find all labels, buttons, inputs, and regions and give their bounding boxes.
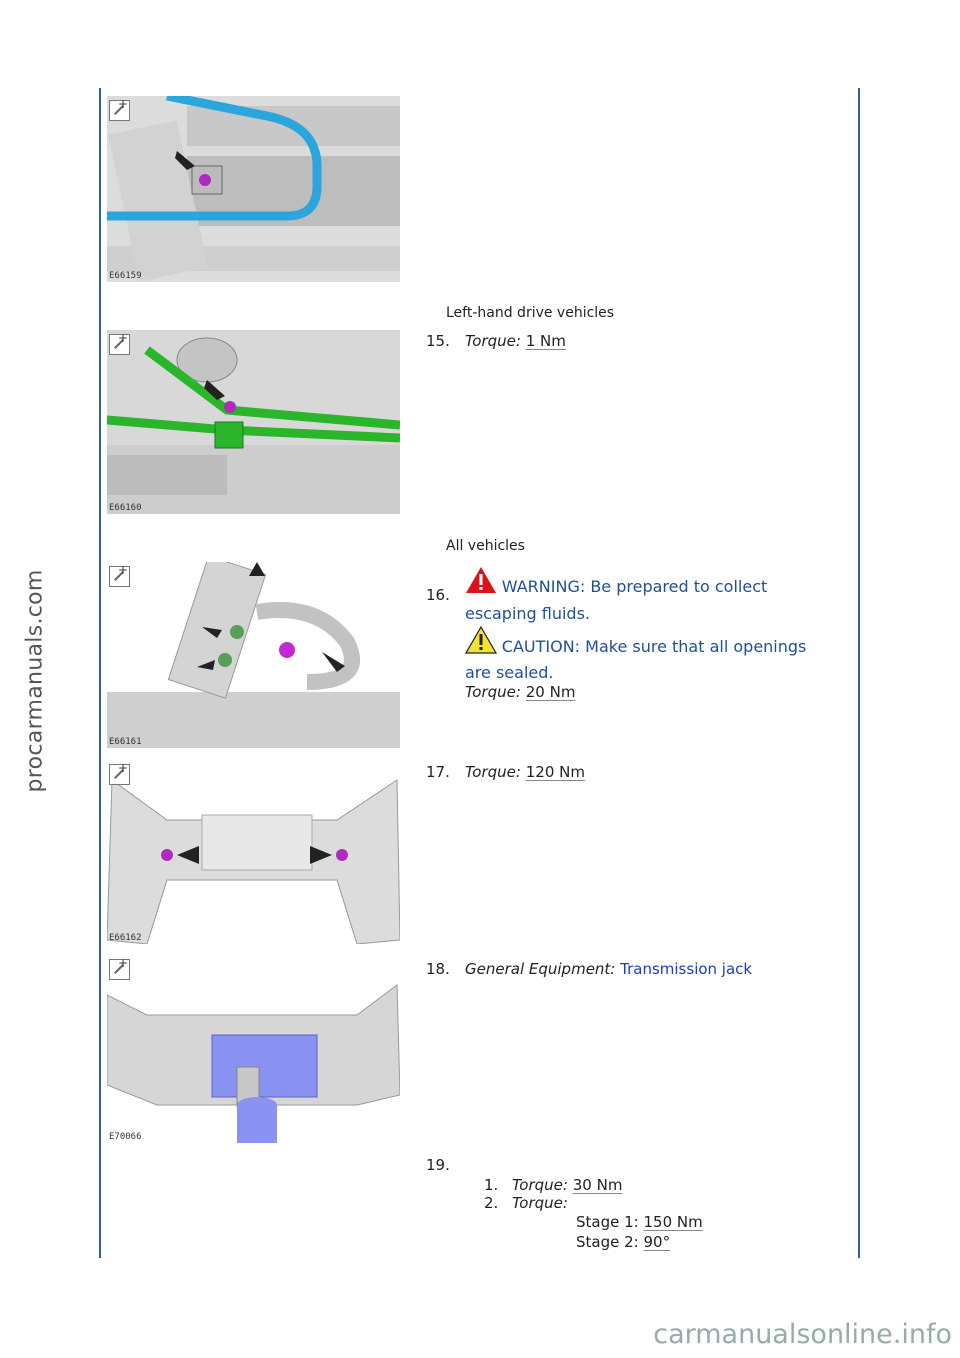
step-19-sub1-torque: Torque: 30 Nm [512,1176,622,1194]
enlarge-icon[interactable] [109,97,130,121]
step-17-torque: Torque: 120 Nm [465,763,585,781]
step-15-torque: Torque: 1 Nm [465,332,566,350]
stage2-value: 90° [643,1233,671,1251]
torque-label: Torque: [465,683,521,701]
enlarge-icon[interactable] [109,331,130,355]
figure-e66160: E66160 [107,330,400,514]
step-15-number: 15. [426,332,450,350]
figure-code: E66161 [109,737,142,747]
step-16-warning: WARNING: Be prepared to collect [465,566,767,597]
bottom-watermark: carmanualsonline.info [653,1319,952,1350]
note-lhd: Left-hand drive vehicles [446,305,615,321]
torque-value: 1 Nm [525,332,566,350]
side-watermark: procarmanuals.com [22,569,48,793]
caution-text-line2: are sealed. [465,663,554,682]
caution-text-line1: CAUTION: Make sure that all openings [501,637,807,656]
caution-icon [465,626,497,654]
step-19-number: 19. [426,1156,450,1174]
step-18-number: 18. [426,960,450,978]
enlarge-icon[interactable] [109,761,130,785]
figure-code: E66160 [109,503,142,513]
step-19-sub2-torque-label: Torque: [512,1194,568,1212]
stage1-value: 150 Nm [643,1213,703,1231]
figure-illustration [107,330,400,514]
figure-code: E70066 [109,1132,142,1142]
warning-text-line2: escaping fluids. [465,604,591,623]
figure-e66161: E66161 [107,562,400,748]
torque-label: Torque: [465,763,521,781]
torque-label: Torque: [465,332,521,350]
note-all: All vehicles [446,538,525,554]
step-17-number: 17. [426,763,450,781]
enlarge-icon[interactable] [109,956,130,980]
step-19-stage1: Stage 1: 150 Nm [576,1213,703,1231]
enlarge-icon[interactable] [109,563,130,587]
warning-icon [466,567,496,593]
step-19-sub1-number: 1. [484,1176,499,1194]
figure-e70066: E70066 [107,955,400,1143]
figure-e66159: E66159 [107,96,400,282]
figure-illustration [107,96,400,282]
torque-value: 20 Nm [525,683,576,701]
figure-illustration [107,562,400,748]
figure-illustration [107,760,400,944]
warning-text-line1: WARNING: Be prepared to collect [501,577,768,596]
step-18-equipment: General Equipment: Transmission jack [465,960,752,978]
figure-e66162: E66162 [107,760,400,944]
figure-illustration [107,955,400,1143]
equipment-label: General Equipment: [465,960,616,978]
figure-code: E66162 [109,933,142,943]
left-border-line [99,88,101,1258]
step-19-stage2: Stage 2: 90° [576,1233,670,1251]
torque-value: 120 Nm [525,763,585,781]
equipment-link-transmission-jack[interactable]: Transmission jack [620,960,753,978]
step-16-torque: Torque: 20 Nm [465,683,575,701]
stage1-label: Stage 1: [576,1213,639,1231]
step-19-sub2-number: 2. [484,1194,499,1212]
step-16-caution: CAUTION: Make sure that all openings [465,626,806,657]
torque-label: Torque: [512,1176,568,1194]
stage2-label: Stage 2: [576,1233,639,1251]
figure-code: E66159 [109,271,142,281]
step-16-number: 16. [426,586,450,604]
torque-value: 30 Nm [572,1176,623,1194]
right-border-line [858,88,860,1258]
